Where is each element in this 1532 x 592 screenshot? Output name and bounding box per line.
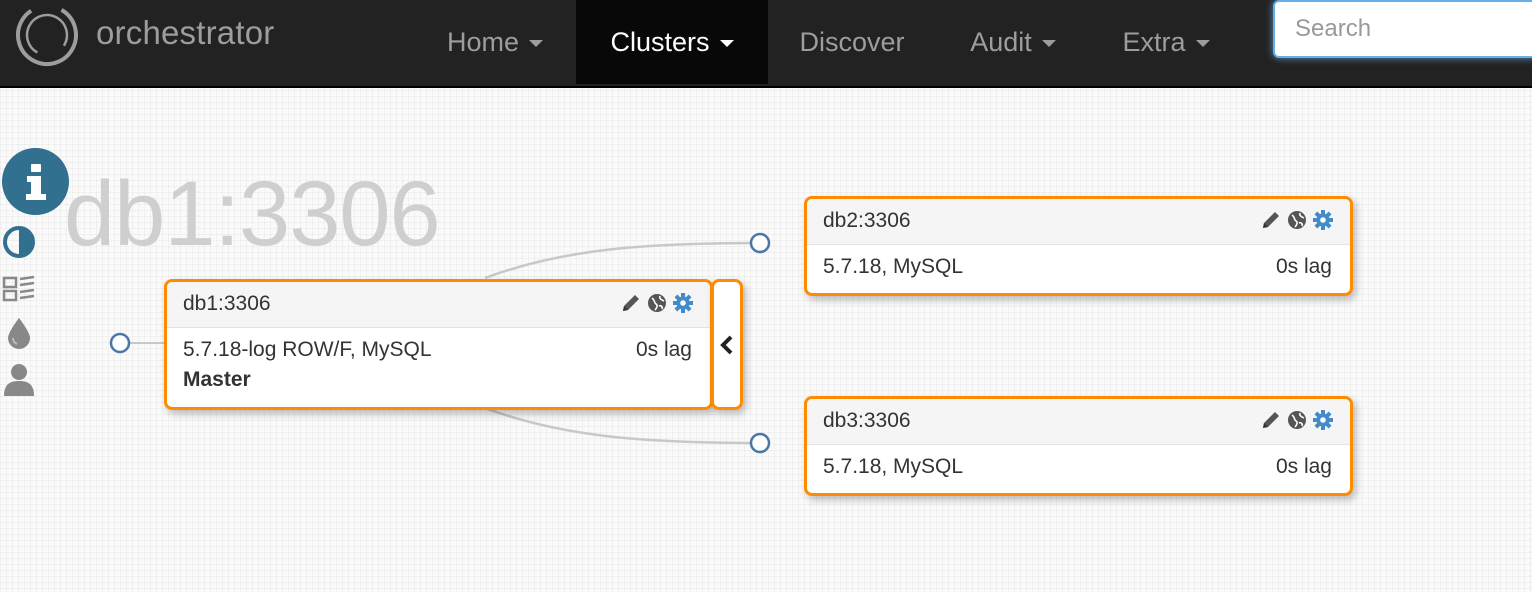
gear-icon[interactable] — [672, 292, 694, 314]
db3-node-handle[interactable] — [749, 432, 771, 454]
nav-extra-label: Extra — [1122, 26, 1186, 57]
caret-down-icon — [1195, 40, 1210, 47]
nav-home[interactable]: Home — [425, 0, 565, 84]
list-icon[interactable] — [2, 272, 36, 306]
info-button[interactable] — [2, 148, 69, 215]
master-node-handle[interactable] — [109, 332, 131, 354]
nav-clusters[interactable]: Clusters — [576, 0, 768, 84]
gear-icon[interactable] — [1312, 409, 1334, 431]
nav-discover[interactable]: Discover — [778, 0, 926, 84]
instance-version: 5.7.18, MySQL — [823, 255, 964, 278]
db2-node-handle[interactable] — [749, 232, 771, 254]
nav-audit[interactable]: Audit — [946, 0, 1080, 84]
nav-audit-label: Audit — [970, 26, 1032, 57]
pencil-icon[interactable] — [620, 292, 642, 314]
instance-actions — [1260, 209, 1334, 231]
contrast-icon[interactable] — [2, 225, 36, 259]
drop-icon[interactable] — [2, 316, 36, 350]
instance-actions — [620, 292, 694, 314]
nav-discover-label: Discover — [799, 26, 905, 57]
instance-name[interactable]: db3:3306 — [823, 409, 911, 432]
instance-card-db1[interactable]: db1:3306 5.7.18-log ROW/F, MySQL 0s lag … — [164, 279, 713, 410]
instance-header: db3:3306 — [807, 399, 1350, 445]
instance-header: db1:3306 — [167, 282, 710, 328]
brand-name[interactable]: orchestrator — [96, 14, 275, 51]
replication-link-db2 — [484, 241, 761, 280]
user-icon[interactable] — [2, 362, 36, 396]
instance-actions — [1260, 409, 1334, 431]
instance-lag: 0s lag — [1275, 255, 1332, 278]
nav-extra[interactable]: Extra — [1100, 0, 1232, 84]
instance-version: 5.7.18-log ROW/F, MySQL — [183, 338, 432, 361]
caret-down-icon — [1041, 40, 1056, 47]
globe-icon[interactable] — [646, 292, 668, 314]
nav-clusters-label: Clusters — [610, 26, 710, 57]
navbar: orchestrator Home Clusters Discover Audi… — [0, 0, 1532, 88]
instance-header: db2:3306 — [807, 199, 1350, 245]
instance-card-db3[interactable]: db3:3306 5.7.18, MySQL 0s lag — [804, 396, 1353, 496]
caret-down-icon — [529, 40, 544, 47]
instance-lag: 0s lag — [635, 338, 692, 361]
pencil-icon[interactable] — [1260, 409, 1282, 431]
gear-icon[interactable] — [1312, 209, 1334, 231]
instance-role: Master — [183, 368, 251, 391]
instance-version: 5.7.18, MySQL — [823, 455, 964, 478]
orchestrator-logo-icon[interactable] — [14, 2, 80, 68]
caret-down-icon — [719, 40, 734, 47]
instance-name[interactable]: db1:3306 — [183, 292, 271, 315]
globe-icon[interactable] — [1286, 409, 1308, 431]
cluster-title: db1:3306 — [64, 163, 441, 265]
globe-icon[interactable] — [1286, 209, 1308, 231]
replication-link-db3 — [484, 406, 761, 445]
collapse-replicas-button[interactable] — [711, 279, 743, 410]
chevron-left-icon — [720, 335, 733, 354]
pencil-icon[interactable] — [1260, 209, 1282, 231]
nav-home-label: Home — [446, 26, 520, 57]
info-icon — [25, 163, 46, 200]
search-input[interactable] — [1273, 0, 1532, 58]
instance-card-db2[interactable]: db2:3306 5.7.18, MySQL 0s lag — [804, 196, 1353, 296]
instance-name[interactable]: db2:3306 — [823, 209, 911, 232]
instance-lag: 0s lag — [1275, 455, 1332, 478]
